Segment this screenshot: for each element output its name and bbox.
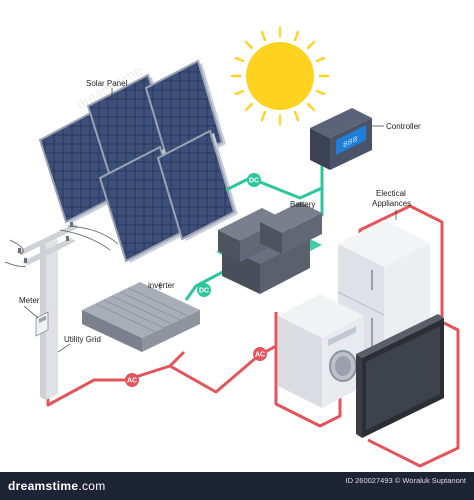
- dc-tag-text: DC: [249, 178, 259, 185]
- solar-panel-label: Solar Panel: [86, 79, 128, 88]
- sun-icon: [230, 26, 330, 126]
- inverter-label: inverter: [148, 281, 175, 290]
- grid-to-inverter-wire: [46, 350, 186, 407]
- solar-system-diagram: dreamstime dreamstime: [4, 26, 460, 468]
- electric-meter-icon: [35, 311, 49, 337]
- logo-text: dreamstime: [8, 479, 79, 493]
- inverter-to-appliances-wire: [169, 344, 277, 394]
- panel-to-controller-wire: [225, 160, 324, 200]
- inverter-unit: [82, 282, 200, 352]
- solar-panel-array: [38, 59, 238, 263]
- washing-machine-icon: [278, 294, 364, 408]
- ac-tag-grid: AC: [125, 373, 139, 387]
- dc-tag-text: DC: [199, 288, 209, 295]
- utility-grid-label: Utility Grid: [64, 335, 101, 344]
- controller-label: Controller: [386, 122, 421, 131]
- utility-pole: [4, 222, 119, 400]
- charge-controller: 888: [310, 108, 372, 170]
- logo-suffix: .com: [78, 479, 106, 493]
- ac-tag-appliances: AC: [253, 347, 267, 361]
- dc-tag-inverter: DC: [197, 283, 211, 297]
- battery-bank: [216, 202, 322, 294]
- battery-label: Battery: [290, 200, 315, 209]
- ac-tag-text: AC: [255, 352, 265, 359]
- appliances-outline-wire: [274, 204, 460, 468]
- dc-tag-controller: DC: [247, 173, 261, 187]
- meter-leader: [23, 305, 39, 319]
- solar-panel-icon: [156, 129, 238, 241]
- ac-wiring: [46, 204, 460, 468]
- dreamstime-logo[interactable]: dreamstime.com: [8, 479, 106, 493]
- image-credit: ID 260027493 © Woraluk Suptanont: [346, 476, 466, 486]
- meter-label: Meter: [19, 296, 40, 305]
- utility-grid-leader: [57, 343, 71, 353]
- ac-tag-text: AC: [127, 378, 137, 385]
- appliances-label-line1: Electical: [376, 189, 406, 198]
- image-id-credit: ID 260027493 © Woraluk Suptanont: [345, 476, 466, 485]
- footer-bar: dreamstime.com ID 260027493 © Woraluk Su…: [0, 472, 474, 500]
- television-icon: [356, 314, 444, 438]
- appliances-label-line2: Appliances: [372, 199, 411, 208]
